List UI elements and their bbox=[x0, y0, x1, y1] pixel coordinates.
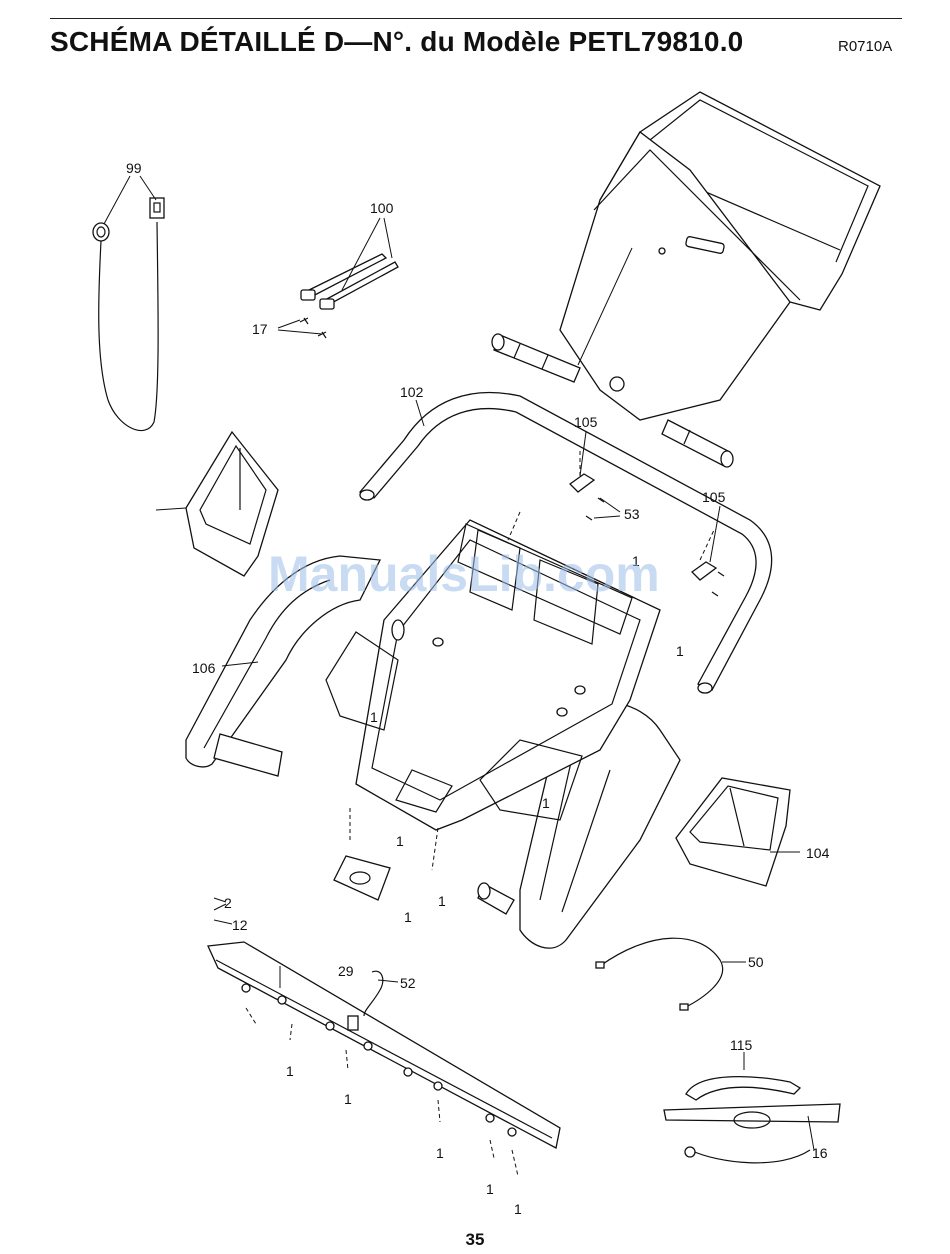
callout-1-k: 1 bbox=[486, 1181, 494, 1197]
part-99-cable-clip bbox=[93, 198, 164, 431]
part-52-wire bbox=[364, 971, 383, 1016]
mounting-plate bbox=[334, 856, 390, 900]
callout-2: 2 bbox=[224, 895, 232, 911]
callout-105-a: 105 bbox=[574, 414, 598, 430]
callout-1-g: 1 bbox=[438, 893, 446, 909]
part-100-brackets bbox=[301, 254, 398, 309]
callout-106: 106 bbox=[192, 660, 216, 676]
callout-17: 17 bbox=[252, 321, 268, 337]
callout-105-b: 105 bbox=[702, 489, 726, 505]
part-17-screws bbox=[300, 318, 326, 338]
callout-1-h: 1 bbox=[286, 1063, 294, 1079]
callout-16: 16 bbox=[812, 1145, 828, 1161]
callout-52: 52 bbox=[400, 975, 416, 991]
page-number: 35 bbox=[0, 1230, 950, 1250]
part-50-cable bbox=[596, 938, 723, 1010]
callout-12: 12 bbox=[232, 917, 248, 933]
callout-1-l: 1 bbox=[514, 1201, 522, 1217]
frame-pegs bbox=[478, 883, 514, 914]
part-115-strap bbox=[686, 1077, 800, 1100]
callout-1-b: 1 bbox=[676, 643, 684, 659]
callout-102: 102 bbox=[400, 384, 424, 400]
callout-1-f: 1 bbox=[404, 909, 412, 925]
callout-50: 50 bbox=[748, 954, 764, 970]
callout-99: 99 bbox=[126, 160, 142, 176]
callout-104: 104 bbox=[806, 845, 830, 861]
console-assembly bbox=[492, 92, 880, 467]
callout-1-e: 1 bbox=[396, 833, 404, 849]
callout-1-c: 1 bbox=[370, 709, 378, 725]
callout-1-j: 1 bbox=[436, 1145, 444, 1161]
callout-100: 100 bbox=[370, 200, 394, 216]
left-cup-holder bbox=[186, 432, 278, 576]
callout-1-d: 1 bbox=[542, 795, 550, 811]
lower-crossbar bbox=[208, 942, 560, 1176]
callout-1-i: 1 bbox=[344, 1091, 352, 1107]
callout-53: 53 bbox=[624, 506, 640, 522]
part-104-cup-holder bbox=[676, 778, 790, 886]
callout-115: 115 bbox=[730, 1037, 753, 1053]
watermark: ManualsLib.com bbox=[268, 545, 660, 603]
callout-29: 29 bbox=[338, 963, 354, 979]
